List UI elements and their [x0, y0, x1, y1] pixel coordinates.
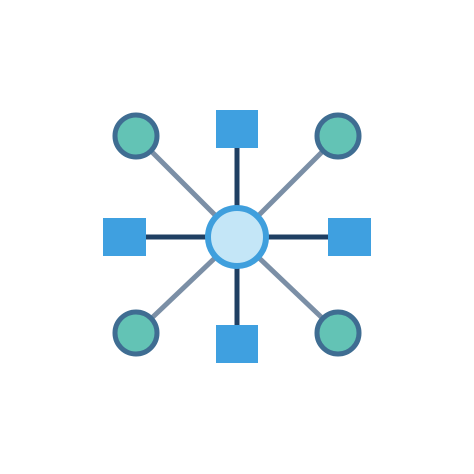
- circle-node-top-right: [314, 112, 362, 160]
- circle-node-bottom-left: [112, 309, 160, 357]
- circle-nodes: [112, 112, 362, 357]
- circle-node-top-left: [112, 112, 160, 160]
- square-node-top: [216, 110, 258, 148]
- square-node-left: [103, 218, 146, 256]
- square-nodes: [103, 110, 371, 363]
- hub-node: [205, 205, 269, 269]
- square-node-right: [328, 218, 371, 256]
- circle-node-bottom-right: [314, 309, 362, 357]
- square-node-bottom: [216, 325, 258, 363]
